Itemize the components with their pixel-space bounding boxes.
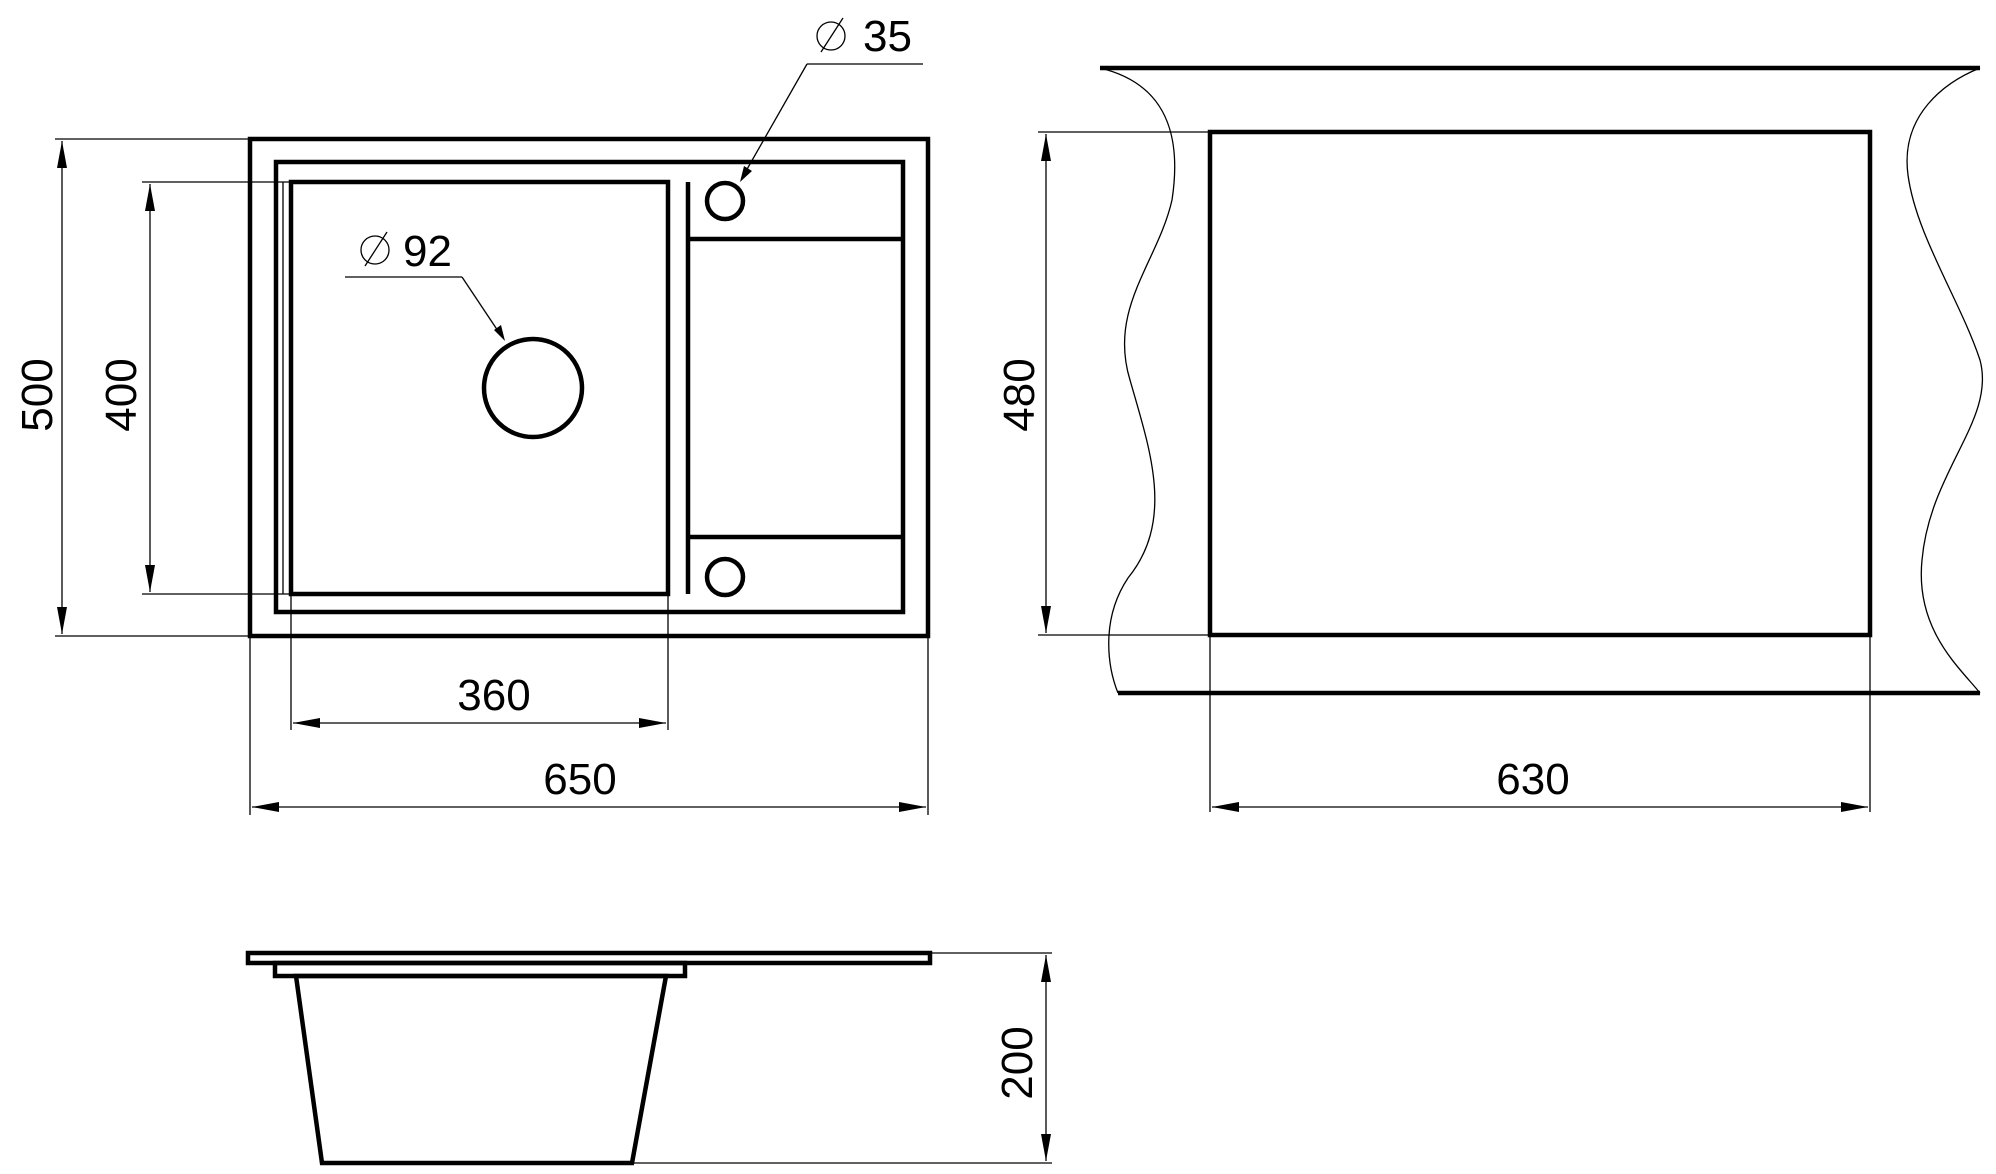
arrow-650-right	[899, 802, 926, 812]
cutout-rectangle	[1207, 129, 1873, 638]
dim-drain-diameter-label: 92	[403, 227, 452, 276]
break-line-right	[1906, 67, 1984, 694]
dim-bowl-height-label: 400	[97, 358, 146, 431]
leader-92-arrow	[494, 325, 505, 341]
dim-depth-label: 200	[993, 1026, 1042, 1099]
arrow-360-left	[293, 718, 320, 728]
arrow-400-bottom	[145, 565, 155, 592]
arrow-480-top	[1041, 134, 1051, 161]
arrow-200-top	[1041, 955, 1051, 982]
arrow-480-bottom	[1041, 606, 1051, 633]
top-view: 35 92 500 400 360	[13, 12, 931, 815]
leader-35-arrow	[740, 166, 752, 182]
dim-cutout-height-label: 480	[995, 358, 1044, 431]
side-view: 200	[245, 950, 1052, 1166]
arrow-630-left	[1212, 802, 1239, 812]
dim-bowl-width-label: 360	[457, 671, 530, 720]
arrow-650-left	[252, 802, 279, 812]
faucet-hole-top	[704, 180, 746, 222]
side-bowl-profile	[293, 973, 669, 1166]
leader-92-diagonal	[461, 276, 503, 338]
arrow-500-top	[57, 141, 67, 168]
sink-outer-outline	[247, 136, 931, 639]
break-line-left	[1099, 67, 1176, 694]
diameter-symbol-icon	[816, 17, 846, 53]
leader-35-diagonal	[741, 63, 808, 179]
arrow-360-right	[639, 718, 666, 728]
dim-overall-width-label: 650	[543, 755, 616, 804]
arrow-630-right	[1841, 802, 1868, 812]
faucet-hole-bottom	[704, 556, 746, 598]
arrow-400-top	[145, 184, 155, 211]
sink-inner-rim	[273, 159, 906, 615]
dim-overall-height-label: 500	[13, 358, 62, 431]
diameter-symbol-icon	[360, 231, 390, 267]
cutout-view: 480 630	[995, 65, 1984, 812]
dim-cutout-width-label: 630	[1496, 755, 1569, 804]
arrow-200-bottom	[1041, 1134, 1051, 1161]
drain-hole	[481, 336, 585, 440]
dim-hole-diameter-label: 35	[863, 12, 912, 61]
arrow-500-bottom	[57, 607, 67, 634]
bowl-outline	[288, 179, 671, 597]
